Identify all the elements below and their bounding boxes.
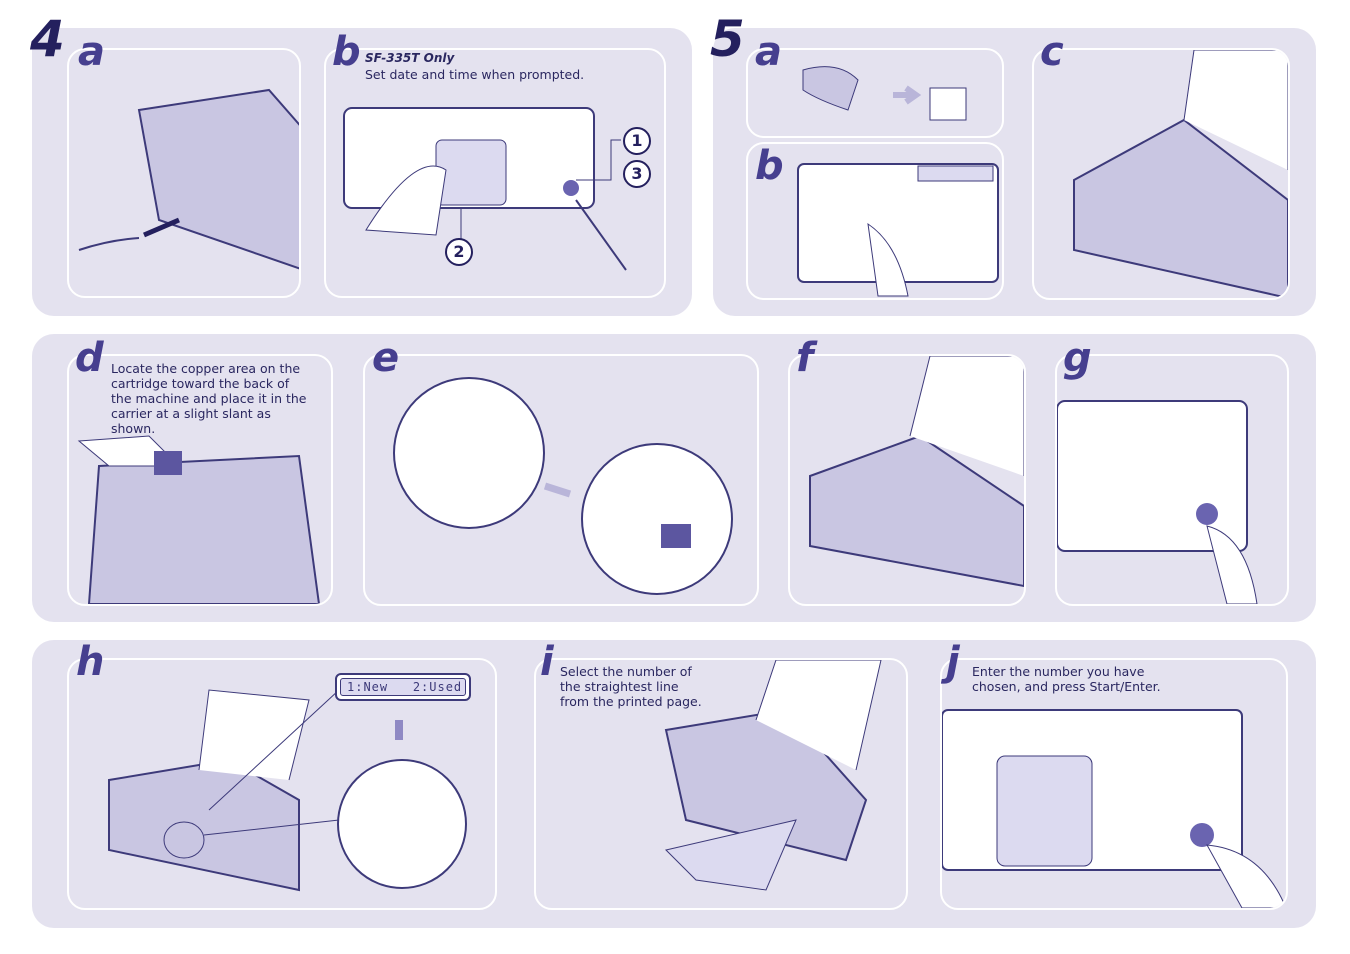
step5b-box [746, 142, 1004, 300]
fax-power-illustration [78, 88, 299, 270]
step5j-text: Enter the number you have chosen, and pr… [972, 664, 1161, 694]
step5j-box [940, 658, 1288, 910]
callout-2: 2 [445, 238, 473, 266]
cartridge-closeup-illustration [393, 377, 733, 595]
step4b-label: b [332, 29, 361, 75]
step5b-label: b [755, 143, 784, 189]
step4a-label: a [78, 29, 105, 75]
step4b-box [324, 48, 666, 298]
step5d-text: Locate the copper area on the cartridge … [111, 361, 307, 436]
step5f-label: f [796, 335, 814, 381]
step5g-label: g [1063, 335, 1092, 381]
keypad-enter-illustration [942, 709, 1286, 908]
lcd-display: 1:New 2:Used [335, 673, 471, 701]
step5h-label: h [76, 639, 105, 685]
fax-keypad-illustration [108, 689, 467, 892]
cartridge-unwrap-illustration [802, 66, 967, 121]
step5a-label: a [755, 29, 782, 75]
step5i-box [534, 658, 908, 910]
step5a-box [746, 48, 1004, 138]
print-test-page-illustration [664, 660, 882, 891]
close-cover-illustration [809, 356, 1024, 588]
step5e-label: e [372, 335, 400, 381]
step4-number: 4 [30, 10, 65, 68]
step4b-subtitle: SF-335T Only [365, 51, 455, 65]
step5f-box [788, 354, 1026, 606]
step5d-box [67, 354, 333, 606]
step5-number: 5 [710, 10, 745, 68]
step5d-label: d [75, 335, 104, 381]
open-cover-illustration [1073, 50, 1288, 298]
step4a-box [67, 48, 301, 298]
insert-cartridge-illustration [77, 435, 321, 604]
callout-3: 3 [623, 160, 651, 188]
step5i-text: Select the number of the straightest lin… [560, 664, 702, 709]
step4b-text: Set date and time when prompted. [365, 67, 585, 82]
start-enter-illustration [1057, 400, 1258, 604]
step5e-box [363, 354, 759, 606]
step5c-box [1032, 48, 1290, 300]
step5c-label: c [1040, 29, 1064, 75]
control-panel-illustration [343, 107, 627, 271]
step5h-box [67, 658, 497, 910]
step5j-label: j [946, 639, 960, 685]
lcd-text: 1:New 2:Used [340, 678, 466, 696]
step5i-label: i [540, 639, 554, 685]
cartridge-button-illustration [797, 163, 999, 297]
step5g-box [1055, 354, 1289, 606]
callout-1: 1 [623, 127, 651, 155]
